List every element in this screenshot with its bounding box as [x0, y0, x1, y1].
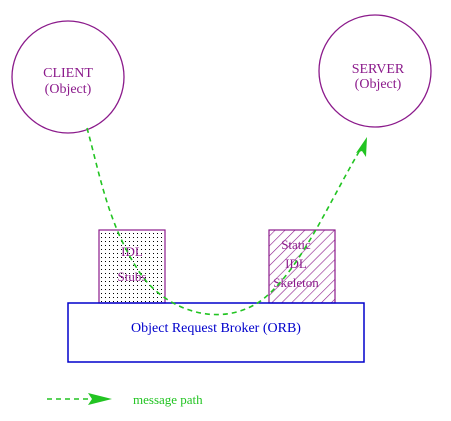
message-path: [86, 127, 367, 316]
orb-rect: [67, 302, 365, 363]
client-subtitle: (Object): [45, 82, 92, 97]
idl-skeleton-line2: IDL: [285, 256, 307, 271]
message-path-curve: [86, 127, 361, 316]
server-subtitle: (Object): [355, 77, 402, 92]
legend: message path: [47, 392, 203, 407]
idl-skeleton-box: Static IDL Skeleton: [268, 229, 336, 304]
message-path-arrowhead: [356, 137, 367, 157]
legend-label: message path: [133, 392, 203, 407]
client-circle: [11, 20, 125, 134]
idl-stubs-line2: Stubs: [118, 269, 147, 284]
idl-skeleton-rect: [268, 229, 336, 304]
server-circle: [318, 14, 432, 128]
orb-label: Object Request Broker (ORB): [131, 321, 301, 336]
server-title: SERVER: [352, 62, 405, 77]
idl-stubs-box: IDL Stubs: [98, 229, 166, 304]
idl-skeleton-line3: Skeleton: [273, 275, 319, 290]
orb-box: Object Request Broker (ORB): [67, 302, 365, 363]
idl-skeleton-line1: Static: [281, 237, 311, 252]
client-title: CLIENT: [43, 66, 93, 81]
legend-arrowhead: [88, 393, 112, 405]
client-object: CLIENT (Object): [11, 20, 125, 134]
idl-stubs-rect: [98, 229, 166, 304]
idl-stubs-line1: IDL: [121, 244, 143, 259]
server-object: SERVER (Object): [318, 14, 432, 128]
